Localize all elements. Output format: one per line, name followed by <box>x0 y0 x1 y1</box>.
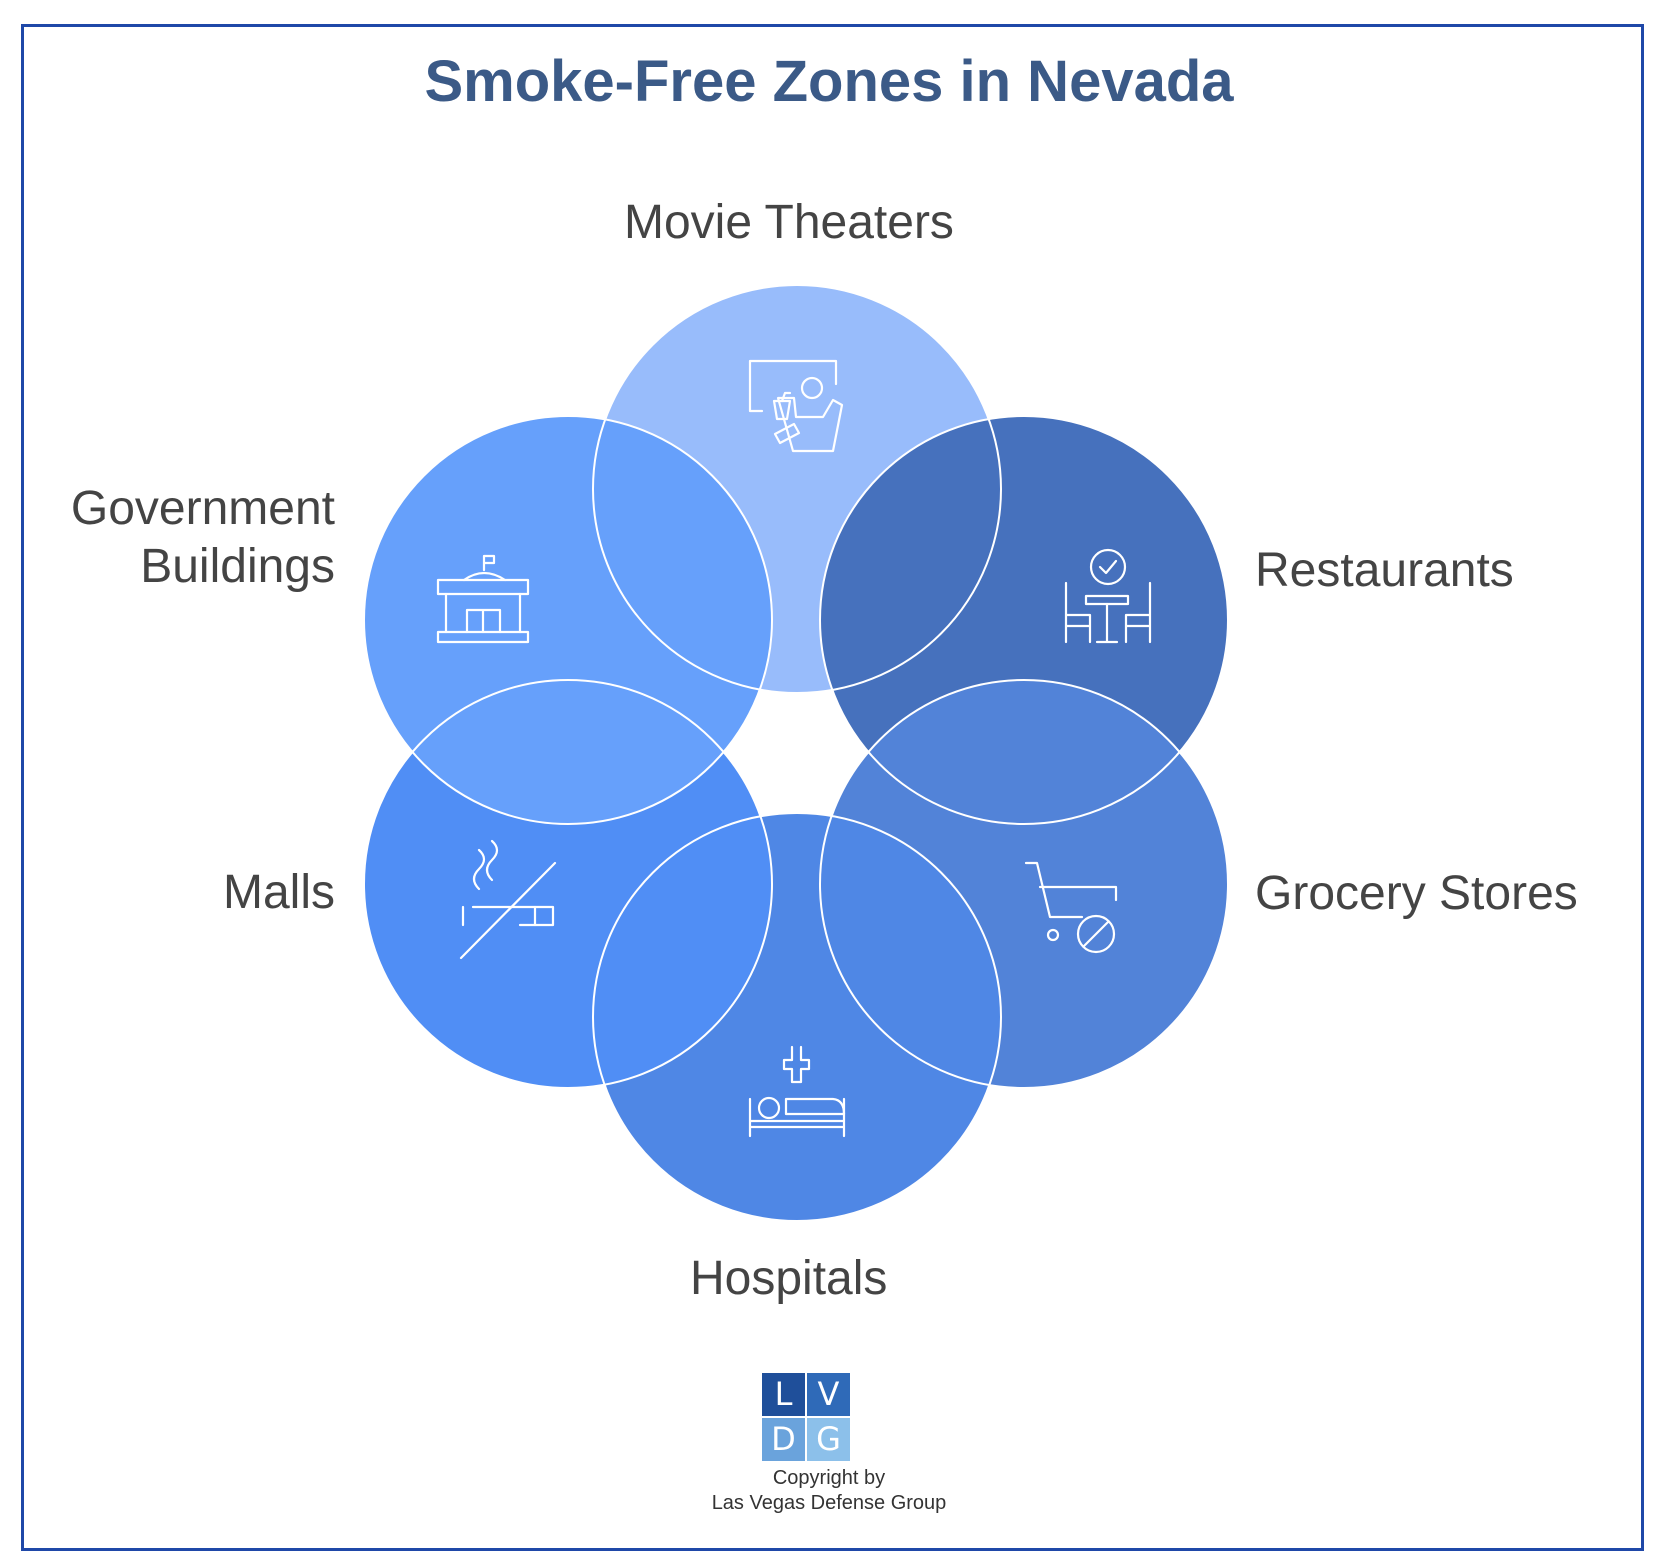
label-movie-theaters: Movie Theaters <box>624 196 954 249</box>
page-title: Smoke-Free Zones in Nevada <box>424 49 1234 114</box>
logo-letter-d: D <box>762 1418 805 1461</box>
label-government-buildings-line2: Buildings <box>140 540 335 593</box>
label-government-buildings-line1: Government <box>70 482 335 535</box>
label-government-buildings: Government Buildings <box>40 480 335 596</box>
movie-theater-icon <box>748 359 844 453</box>
label-restaurants: Restaurants <box>1255 544 1514 597</box>
shopping-cart-no-icon <box>1024 861 1118 954</box>
circle-government-buildings <box>364 416 772 824</box>
restaurant-table-icon <box>1064 548 1152 644</box>
circle-outlines <box>363 284 1229 1222</box>
label-malls: Malls <box>222 866 335 919</box>
government-building-icon <box>436 554 530 644</box>
logo-letter-g: G <box>807 1418 850 1461</box>
no-smoking-icon <box>459 839 557 960</box>
copyright-line-1: Copyright by <box>772 1467 886 1489</box>
label-grocery-stores: Grocery Stores <box>1255 867 1578 920</box>
logo-letter-v: V <box>807 1373 850 1416</box>
label-hospitals: Hospitals <box>690 1252 888 1305</box>
logo-letter-l: L <box>762 1373 805 1416</box>
hospital-bed-icon <box>748 1045 846 1138</box>
lvdg-logo: L V D G <box>762 1373 850 1461</box>
border-frame <box>21 24 1644 1551</box>
copyright-line-2: Las Vegas Defense Group <box>711 1492 947 1514</box>
